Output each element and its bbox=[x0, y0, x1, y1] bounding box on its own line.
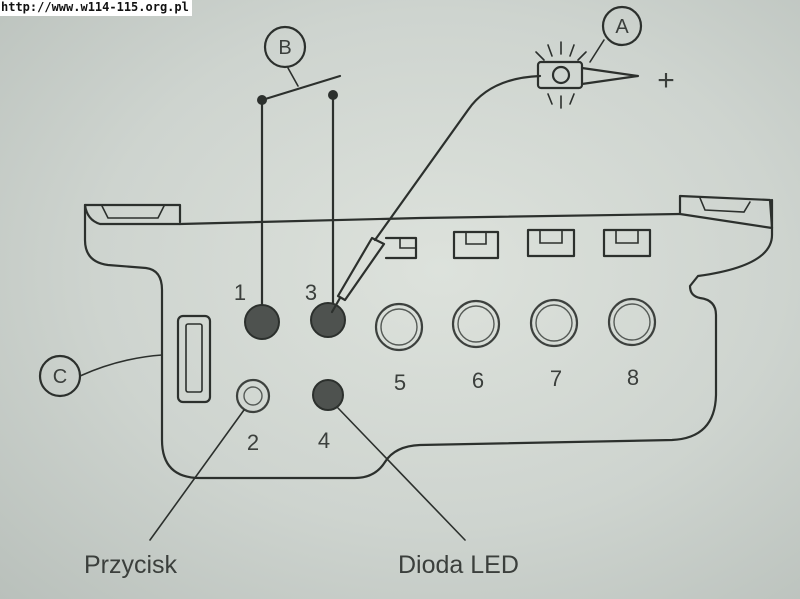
housing-top-edge bbox=[178, 212, 682, 226]
test-lamp-a bbox=[330, 5, 643, 314]
slot-7 bbox=[602, 228, 652, 258]
hole-7 bbox=[529, 298, 579, 348]
test-probe-body bbox=[336, 236, 386, 302]
slot-3-inner bbox=[399, 237, 417, 249]
watermark-url: http://www.w114-115.org.pl bbox=[0, 0, 192, 16]
callout-a-circle bbox=[601, 5, 643, 47]
pin-label-6: 6 bbox=[472, 368, 484, 393]
pin-label-8: 8 bbox=[627, 365, 639, 390]
button-leader-line bbox=[149, 409, 245, 541]
hole-5 bbox=[374, 302, 424, 352]
lamp-rays bbox=[535, 41, 587, 109]
pin-label-2: 2 bbox=[247, 430, 259, 455]
pin-label-7: 7 bbox=[550, 366, 562, 391]
slot-5-inner bbox=[465, 231, 487, 245]
slot-6 bbox=[526, 228, 576, 258]
plus-symbol: + bbox=[657, 64, 675, 97]
terminal-slots bbox=[384, 228, 652, 260]
callout-c bbox=[38, 354, 163, 398]
housing-right-notch bbox=[699, 197, 751, 213]
hole-4 bbox=[312, 379, 344, 411]
slot-7-inner bbox=[615, 229, 639, 244]
switch-b-lever bbox=[260, 74, 342, 102]
housing-left-tab bbox=[83, 203, 182, 226]
terminal-holes bbox=[235, 297, 657, 414]
hole-5-inner bbox=[380, 308, 418, 346]
switch-b bbox=[257, 25, 342, 307]
caption-button: Przycisk bbox=[84, 551, 178, 579]
pin-label-1: 1 bbox=[234, 280, 246, 305]
slot-6-inner bbox=[539, 229, 563, 244]
callout-c-leader bbox=[79, 354, 163, 377]
led-leader-line bbox=[337, 407, 466, 541]
callout-b-label: B bbox=[278, 37, 291, 59]
hole-2-inner bbox=[243, 386, 263, 406]
hole-6-inner bbox=[457, 305, 495, 343]
callout-c-label: C bbox=[53, 366, 67, 388]
hole-8-inner bbox=[613, 303, 651, 341]
callout-a-leader bbox=[589, 39, 605, 63]
hole-8 bbox=[607, 297, 657, 347]
lamp-lead-probe bbox=[580, 66, 640, 86]
pin-label-4: 4 bbox=[318, 428, 330, 453]
switch-b-contact-right bbox=[328, 90, 338, 100]
lamp-bulb bbox=[551, 65, 571, 85]
test-lamp-wire bbox=[373, 74, 542, 242]
hole-7-inner bbox=[535, 304, 573, 342]
caption-led: Dioda LED bbox=[398, 551, 519, 579]
callout-a-label: A bbox=[615, 16, 629, 38]
slot-5 bbox=[452, 230, 500, 260]
switch-b-leader bbox=[287, 67, 299, 87]
test-probe-tip bbox=[330, 296, 342, 314]
housing-right-tab bbox=[678, 194, 774, 230]
lamp-body bbox=[536, 60, 584, 90]
housing-side-latch bbox=[176, 314, 212, 404]
hole-6 bbox=[451, 299, 501, 349]
housing-left-notch bbox=[101, 205, 165, 219]
hole-2 bbox=[235, 378, 271, 414]
hole-3 bbox=[310, 302, 346, 338]
housing-side-latch-inner bbox=[185, 323, 203, 393]
pin-label-3: 3 bbox=[305, 280, 317, 305]
callout-b-circle bbox=[263, 25, 307, 69]
pin-label-5: 5 bbox=[394, 370, 406, 395]
hole-1 bbox=[244, 304, 280, 340]
connector-housing-outline bbox=[83, 198, 774, 480]
